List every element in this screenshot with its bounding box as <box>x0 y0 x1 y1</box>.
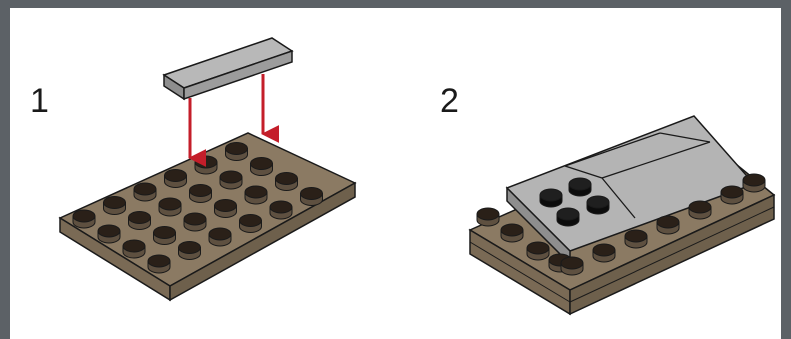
instruction-panel: 1 2 <box>10 8 781 339</box>
plate-stud <box>179 242 201 260</box>
tan-edge-stud <box>721 186 743 204</box>
plate-stud <box>226 143 248 161</box>
plate-stud <box>73 210 95 228</box>
plate-stud <box>301 188 323 206</box>
plate-stud <box>251 158 273 176</box>
plate-stud <box>123 240 145 258</box>
tan-edge-stud <box>657 216 679 234</box>
tan-edge-stud <box>625 230 647 248</box>
plate-stud <box>104 197 126 215</box>
plate-stud <box>276 173 298 191</box>
plate-stud <box>165 170 187 188</box>
grey-plate-stud <box>540 189 562 207</box>
tan-edge-stud <box>501 224 523 242</box>
plate-stud <box>184 213 206 231</box>
plate-stud <box>129 212 151 230</box>
grey-plate-stud <box>569 178 591 196</box>
grey-plate-stud <box>587 196 609 214</box>
plate-stud <box>159 198 181 216</box>
tan-edge-stud <box>593 244 615 262</box>
plate-stud <box>245 186 267 204</box>
tan-edge-stud <box>689 201 711 219</box>
plate-stud <box>154 227 176 245</box>
plate-stud <box>134 183 156 201</box>
grey-plate-stud <box>557 208 579 226</box>
tan-edge-stud <box>477 208 499 226</box>
plate-stud <box>209 228 231 246</box>
step1-grey-tile <box>164 38 292 99</box>
tan-edge-stud <box>561 257 583 275</box>
plate-stud <box>98 225 120 243</box>
plate-stud <box>148 255 170 273</box>
plate-stud <box>270 201 292 219</box>
plate-stud <box>220 171 242 189</box>
plate-stud <box>190 185 212 203</box>
plate-stud <box>195 156 217 174</box>
assembly-illustration <box>10 8 781 339</box>
plate-stud <box>215 200 237 218</box>
tan-edge-stud <box>743 174 765 192</box>
tan-edge-stud <box>527 242 549 260</box>
plate-stud <box>240 215 262 233</box>
